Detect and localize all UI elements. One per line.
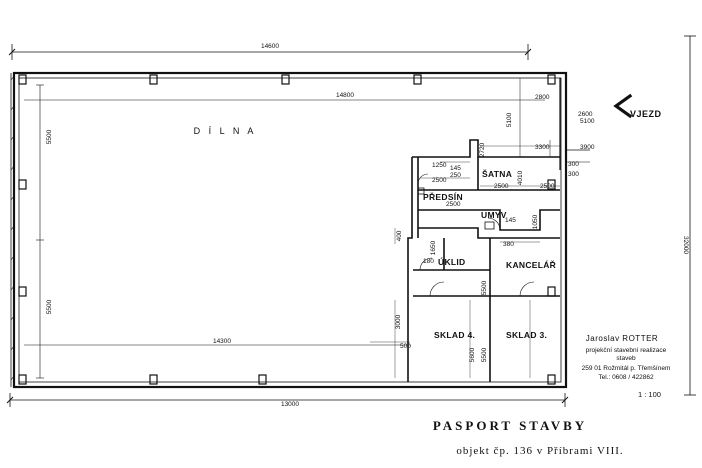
dim-1050: 1050	[532, 214, 539, 229]
stamp-role-2: staveb	[616, 355, 636, 362]
dim-5500b: 5500	[481, 347, 488, 362]
drawing-subtitle: objekt čp. 136 v Příbrami VIII.	[456, 445, 623, 457]
dim-5100-h: 5100	[580, 118, 595, 125]
dim-2600: 2600	[578, 111, 593, 118]
room-uklid: ÚKLID	[438, 256, 465, 267]
dim-top-total: 14600	[261, 43, 279, 50]
dim-380: 380	[503, 241, 514, 248]
dim-180: 180	[423, 258, 434, 265]
dim-3900: 3900	[580, 144, 595, 151]
dim-300b: 300	[568, 171, 579, 178]
dim-1250: 1250	[432, 162, 447, 169]
dim-5500a: 5500	[481, 280, 488, 295]
dim-1650: 1650	[430, 240, 437, 255]
dim-250: 250	[450, 172, 461, 179]
room-umyv: UMYV	[481, 210, 507, 220]
dim-2500a: 2500	[432, 177, 447, 184]
dim-inner-top: 14800	[336, 92, 354, 99]
room-sklad3: SKLAD 3.	[506, 330, 547, 340]
entrance-label: VJEZD	[630, 109, 662, 119]
dim-left-upper: 5500	[46, 129, 53, 144]
dim-bottom-total: 13000	[281, 401, 299, 408]
dim-bottom-inner: 14300	[213, 338, 231, 345]
dim-3000: 3000	[395, 314, 402, 329]
dim-left-lower: 5500	[46, 299, 53, 314]
dim-2500c: 2500	[540, 183, 555, 190]
drawing-title: PASPORT STAVBY	[433, 418, 587, 433]
dim-400: 400	[396, 230, 403, 241]
stamp-address: 259 01 Rožmitál p. Třemšínem	[582, 365, 671, 372]
dim-5600: 5600	[469, 347, 476, 362]
room-predsin: PŘEDSÍN	[423, 191, 463, 202]
stamp-phone: Tel.: 0608 / 422862	[598, 374, 654, 381]
dim-2500d: 2500	[446, 201, 461, 208]
dim-right-total: 32000	[682, 236, 689, 254]
dim-2500b: 2500	[494, 183, 509, 190]
stamp-role-1: projekční stavební realizace	[586, 347, 667, 354]
dim-300a: 300	[568, 161, 579, 168]
dim-3300: 3300	[535, 144, 550, 151]
dim-5100-v: 5100	[506, 112, 513, 127]
dim-2720: 2720	[479, 142, 486, 157]
room-kancelar: KANCELÁŘ	[506, 259, 556, 270]
dim-145b: 145	[505, 217, 516, 224]
dim-500: 500	[400, 343, 411, 350]
scale-label: 1 : 100	[638, 390, 661, 399]
room-sklad4: SKLAD 4.	[434, 330, 475, 340]
dim-145a: 145	[450, 165, 461, 172]
room-satna: ŠATNA	[482, 168, 512, 179]
room-dilna: D Í L N A	[194, 126, 257, 136]
dim-2800: 2800	[535, 94, 550, 101]
stamp-name: Jaroslav ROTTER	[586, 334, 658, 343]
dim-4010: 4010	[517, 170, 524, 185]
